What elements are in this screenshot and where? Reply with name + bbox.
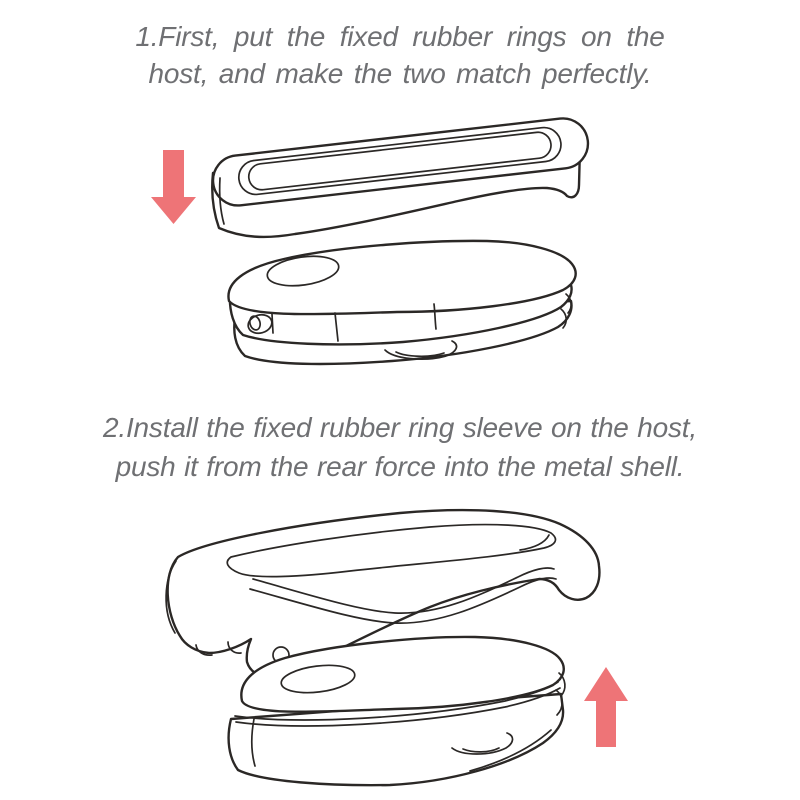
ring-opening [247, 131, 552, 191]
host-button [266, 255, 340, 287]
host-top-face [227, 239, 577, 316]
shell-window-inner-wall [519, 534, 550, 551]
host-contacts-outline [384, 340, 458, 360]
host-right-layer-2 [560, 308, 567, 329]
shell-front-rim-lower [249, 577, 557, 624]
ring-left-tab-line [218, 177, 225, 225]
host2-right-layer-2 [555, 689, 563, 716]
host2-contacts-outline [451, 732, 514, 755]
host-contacts-inner [395, 351, 445, 358]
host2-contacts-inner [462, 747, 500, 753]
shell-left-notch-2 [227, 641, 242, 654]
rubber-ring-drawing [211, 117, 590, 239]
step1-caption-line1: 1.First, put the fixed rubber rings on t… [135, 21, 665, 52]
shell-front-rim-upper [252, 567, 555, 614]
host2-skirt [227, 692, 565, 787]
step2-figure [165, 508, 628, 787]
host-with-ring-drawing [227, 635, 566, 787]
host-front-seam-right [433, 303, 437, 330]
shell-window-opening [226, 523, 557, 578]
host2-skirt-inner-line [469, 729, 552, 772]
host-port-inner [248, 315, 262, 331]
host-front-seam-left [334, 312, 339, 342]
host2-left-seam [251, 718, 256, 767]
host2-right-layer-1 [558, 672, 566, 697]
step2-caption-line1: 2.Install the fixed rubber ring sleeve o… [103, 412, 697, 443]
host2-button [280, 664, 356, 694]
step1-caption-line2: host, and make the two match perfectly. [148, 58, 652, 89]
host2-ring-seam-lower [235, 687, 561, 727]
shell-left-notch-1 [195, 644, 213, 656]
host-port-edge [271, 313, 274, 334]
step1-figure [151, 117, 590, 366]
up-arrow-icon [584, 667, 628, 747]
host-device-drawing [227, 239, 577, 366]
host-right-layer-1 [565, 293, 572, 314]
step2-caption-line2: push it from the rear force into the met… [115, 451, 685, 482]
ring-outer-rim [211, 117, 590, 207]
host2-top-face [240, 635, 565, 713]
down-arrow-icon [151, 150, 196, 224]
shell-left-rim-line [165, 560, 177, 634]
ring-inner-rim [237, 126, 562, 196]
metal-shell-drawing [165, 508, 601, 679]
